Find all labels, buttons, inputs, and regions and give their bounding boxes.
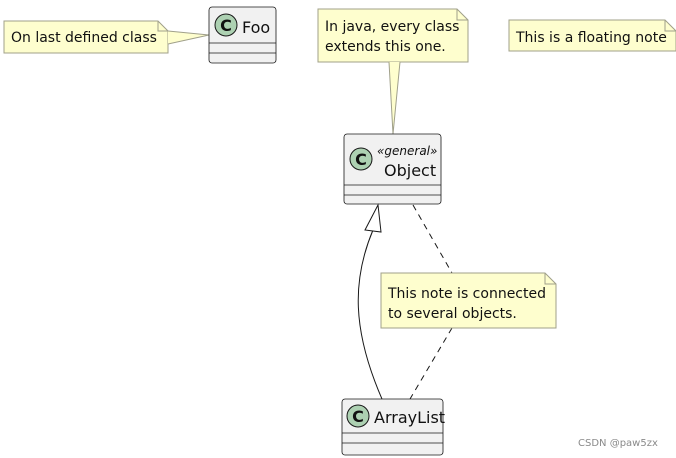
note-java-line-2: extends this one.	[325, 39, 446, 55]
note-last-defined-class-line-1: On last defined class	[11, 30, 157, 46]
note-connected: This note is connected to several object…	[380, 272, 557, 329]
class-object-stereotype: «general»	[377, 144, 437, 158]
note-java-line-1: In java, every class	[325, 19, 459, 35]
class-foo-badge-letter: C	[220, 16, 232, 35]
note-floating-line-1: This is a floating note	[515, 30, 667, 46]
watermark: CSDN @paw5zx	[578, 438, 658, 449]
class-object-badge-icon	[349, 147, 373, 171]
note-connected-line-2: to several objects.	[388, 306, 517, 322]
class-arraylist[interactable]: C ArrayList	[341, 398, 445, 456]
class-foo-badge-icon	[214, 13, 238, 37]
class-arraylist-badge-icon	[346, 404, 370, 428]
note-connected-line-1: This note is connected	[387, 286, 546, 302]
note-floating: This is a floating note	[508, 19, 676, 52]
note-link-arraylist	[409, 327, 453, 400]
note-java-every-class: In java, every class extends this one.	[317, 8, 469, 135]
class-arraylist-name: ArrayList	[374, 408, 445, 427]
class-object-name: Object	[384, 161, 436, 180]
class-object-badge-letter: C	[355, 150, 367, 169]
note-last-defined-class: On last defined class	[3, 20, 210, 54]
class-object[interactable]: C «general» Object	[343, 133, 442, 205]
class-arraylist-badge-letter: C	[352, 407, 364, 426]
inheritance-arraylist-object	[357, 203, 383, 400]
class-foo-name: Foo	[242, 18, 270, 37]
note-link-object	[412, 204, 453, 274]
class-foo[interactable]: C Foo	[208, 6, 277, 64]
inheritance-arrowhead-icon	[364, 203, 382, 233]
